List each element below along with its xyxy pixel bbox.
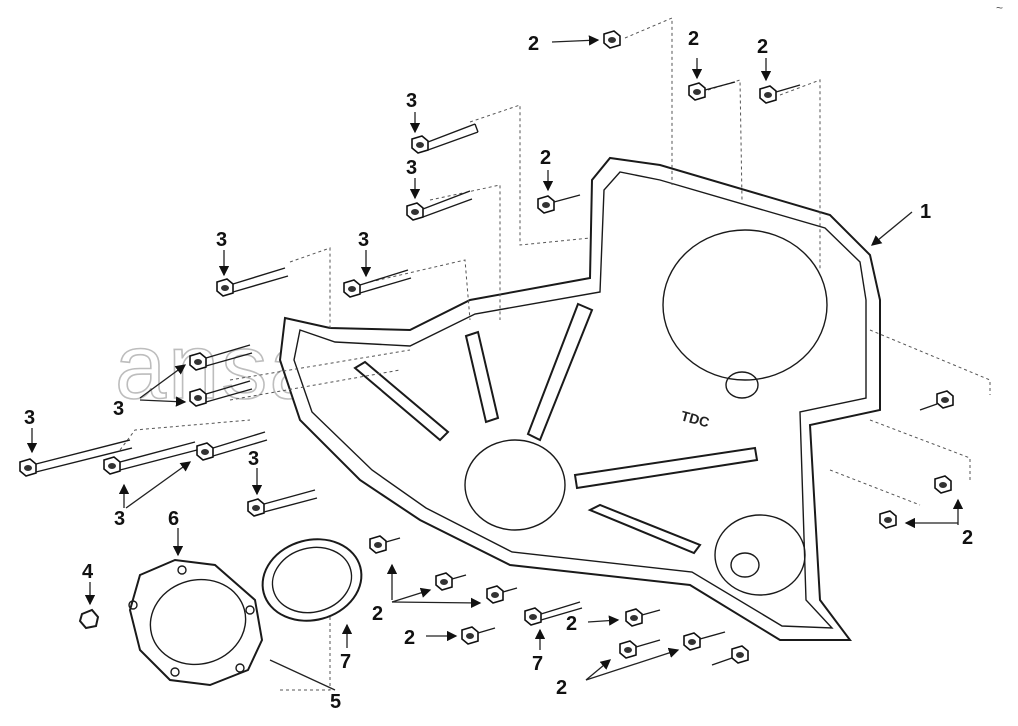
bolts bbox=[19, 30, 954, 666]
callout-2-br: 2 bbox=[556, 677, 567, 699]
callout-3-d: 3 bbox=[358, 229, 369, 251]
oil-seal bbox=[261, 538, 363, 622]
bolt-3-j bbox=[247, 489, 318, 517]
callout-4: 4 bbox=[82, 561, 94, 583]
front-gear-cover: TDC bbox=[278, 156, 881, 641]
bolt-2-mid bbox=[537, 194, 581, 214]
callout-2-bot: 2 bbox=[404, 627, 415, 649]
callout-2-bl: 2 bbox=[372, 603, 383, 625]
callout-3-a: 3 bbox=[406, 90, 417, 112]
bolt-2-bl-c bbox=[486, 585, 518, 604]
nut bbox=[78, 608, 100, 630]
bolt-3-e bbox=[189, 344, 253, 371]
callout-2-tr2: 2 bbox=[757, 36, 768, 58]
bolt-3-g bbox=[19, 439, 133, 477]
callout-2-top: 2 bbox=[528, 33, 539, 55]
bolt-2-right-a bbox=[919, 390, 954, 411]
bolt-3-h bbox=[103, 441, 198, 475]
bolt-2-br-b bbox=[619, 639, 661, 659]
alignment-lines bbox=[119, 17, 991, 691]
callout-3-e: 3 bbox=[113, 398, 124, 420]
bolt-2-br-c bbox=[683, 631, 726, 651]
cover-seal-boss bbox=[714, 514, 806, 596]
bolt-2-bl-a bbox=[369, 535, 401, 554]
callout-2-bc: 2 bbox=[566, 613, 577, 635]
bolt-3-a bbox=[411, 123, 479, 154]
rib-4 bbox=[573, 446, 759, 490]
callout-7-b: 7 bbox=[532, 653, 543, 675]
callout-2-right: 2 bbox=[962, 527, 973, 549]
bolt-3-f bbox=[189, 380, 253, 407]
rib-5 bbox=[587, 503, 702, 555]
leader-lines bbox=[26, 35, 964, 691]
seal-retainer-plate bbox=[128, 558, 264, 687]
callout-labels: 1 2 2 2 2 3 3 3 3 3 3 3 3 6 4 7 5 7 2 2 … bbox=[24, 28, 973, 713]
rib-3 bbox=[526, 302, 594, 442]
cover-bore-lower bbox=[464, 439, 566, 531]
bolt-3-d bbox=[343, 269, 412, 298]
bolt-2-br-d bbox=[711, 645, 749, 666]
callout-2-mid: 2 bbox=[540, 147, 551, 169]
callout-3-b: 3 bbox=[406, 157, 417, 179]
callout-7-a: 7 bbox=[340, 651, 351, 673]
bolt-2-br-a bbox=[625, 608, 661, 627]
callout-3-h: 3 bbox=[248, 448, 259, 470]
callout-6: 6 bbox=[168, 508, 179, 530]
bolt-2-bot bbox=[461, 626, 496, 645]
callout-3-g: 3 bbox=[114, 508, 125, 530]
corner-mark: ~ bbox=[996, 1, 1003, 15]
bolt-2-right-c bbox=[879, 510, 897, 529]
callout-1: 1 bbox=[920, 201, 931, 223]
callout-2-tr1: 2 bbox=[688, 28, 699, 50]
cover-bore-upper bbox=[662, 229, 828, 381]
bolt-3-c bbox=[216, 267, 289, 297]
bolt-3-b bbox=[406, 190, 473, 221]
bolt-2-tr2 bbox=[759, 84, 801, 104]
bolt-3-i bbox=[196, 431, 268, 461]
callout-5: 5 bbox=[330, 691, 341, 713]
callout-3-c: 3 bbox=[216, 229, 227, 251]
rib-2 bbox=[464, 330, 500, 424]
svg-text:TDC: TDC bbox=[679, 407, 711, 430]
bolt-2-top bbox=[603, 30, 621, 49]
rib-1 bbox=[353, 360, 450, 442]
bolt-2-right-b bbox=[934, 475, 952, 494]
bolt-2-tr1 bbox=[688, 81, 736, 101]
callout-3-f: 3 bbox=[24, 407, 35, 429]
bolt-2-bc bbox=[524, 601, 583, 626]
bolt-2-bl-b bbox=[435, 572, 467, 591]
